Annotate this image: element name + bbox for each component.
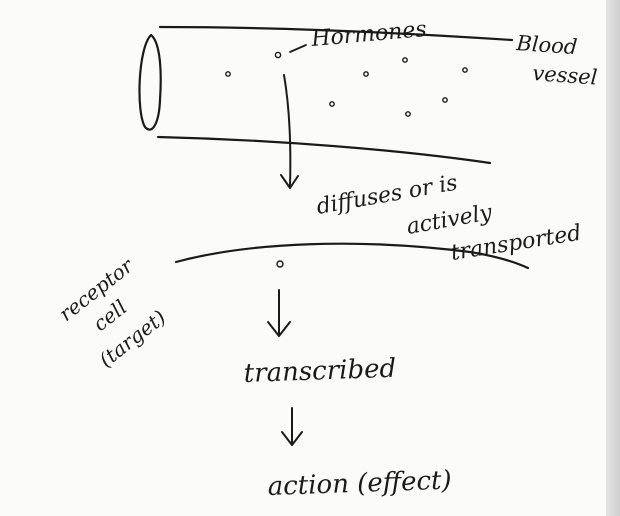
page-edge (606, 0, 620, 516)
hormone-molecule-at-cell (276, 260, 284, 268)
hormone-molecule (363, 71, 369, 77)
hormone-molecules (225, 51, 468, 117)
diffusion-arrow (280, 74, 299, 189)
hormone-molecule (462, 67, 468, 73)
receptor-cell-membrane (174, 242, 530, 270)
hormone-molecule (225, 71, 231, 77)
blood-vessel-label-line1: Blood (515, 31, 578, 59)
transcribed-label: transcribed (243, 354, 396, 389)
transcription-arrow (267, 289, 291, 337)
hormone-molecule (405, 111, 411, 117)
vessel-top-wall (158, 25, 514, 42)
diffuses-label-line2: actively (405, 200, 495, 240)
hormone-molecule (274, 51, 282, 59)
action-label: action (effect) (267, 466, 452, 502)
hormone-molecule (402, 57, 408, 63)
blood-vessel-label-line2: vessel (532, 61, 599, 89)
hormone-molecule (442, 97, 448, 103)
vessel-opening-ellipse (138, 33, 162, 131)
action-arrow (281, 407, 303, 446)
vessel-bottom-wall (156, 135, 492, 165)
hormones-pointer (289, 44, 307, 53)
hormones-label: Hormones (309, 17, 427, 52)
blood-vessel-drawing (138, 25, 514, 165)
hormone-molecule (329, 101, 335, 107)
